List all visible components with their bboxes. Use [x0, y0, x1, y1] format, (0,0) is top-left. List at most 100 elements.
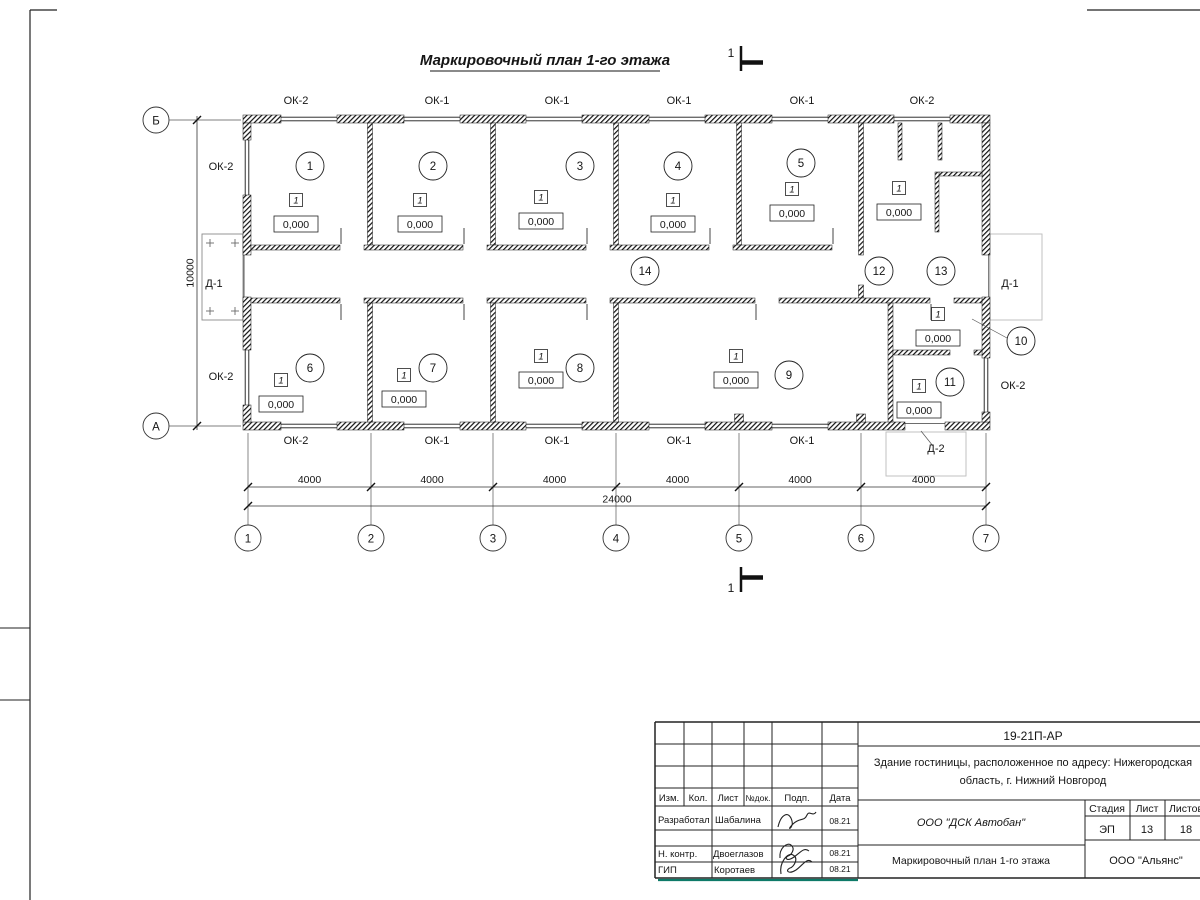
wall-segment [242, 122, 252, 141]
name-developer: Шабалина [715, 815, 762, 826]
role-ncontrol: Н. контр. [658, 849, 697, 860]
room-number: 10 [1015, 336, 1028, 348]
elevation-marks: 1 0,000 1 0,000 1 0,000 1 0,000 1 0,000 … [258, 181, 961, 419]
corridor-wall [363, 297, 464, 304]
dimension-ticks [192, 115, 991, 511]
window-label: ОК-1 [545, 435, 570, 447]
wall-segment [336, 421, 405, 431]
sheet-label: Лист [1136, 803, 1159, 815]
porch-cross-marks [206, 239, 239, 315]
room-number: 14 [639, 266, 652, 278]
partition [490, 302, 496, 423]
window-glyphs [243, 116, 990, 429]
axis-bubble [725, 524, 753, 552]
date-developer: 08.21 [829, 816, 851, 826]
room-bubble [786, 148, 816, 178]
elevation-mark: 1 0,000 [258, 373, 304, 413]
level-value: 0,000 [886, 207, 912, 219]
axis-bubble [972, 524, 1000, 552]
wall-segment [981, 411, 991, 423]
room-bubble [926, 256, 956, 286]
axis-bubbles: 1 2 3 4 5 6 7 Б А [142, 106, 1000, 552]
signature-developer [777, 811, 817, 829]
partition [736, 122, 742, 246]
room-number: 8 [577, 363, 583, 375]
window-label: ОК-2 [284, 95, 309, 107]
corridor-wall [953, 297, 983, 304]
wall-segment [981, 296, 991, 359]
room-bubble [418, 151, 448, 181]
customer-name: ООО "Альянс" [1109, 855, 1183, 867]
type-mark: 1 [401, 371, 406, 382]
level-value: 0,000 [723, 375, 749, 387]
dim-depth: 10000 [185, 258, 197, 287]
elevation-mark: 1 0,000 [896, 379, 942, 419]
axis-bubble [847, 524, 875, 552]
wall-segment [704, 114, 773, 124]
corridor-wall [609, 244, 710, 251]
room-bubble [864, 256, 894, 286]
role-developer: Разработал [658, 815, 710, 826]
level-value: 0,000 [925, 333, 951, 345]
page-title: Маркировочный план 1-го этажа [420, 52, 670, 69]
object-name-line2: область, г. Нижний Новгород [960, 775, 1107, 787]
corridor-wall [250, 297, 341, 304]
axis-bubble [234, 524, 262, 552]
date-ncontrol: 08.21 [829, 848, 851, 858]
col-header-sign: Подп. [784, 793, 809, 804]
room-number: 5 [798, 158, 804, 170]
axis-label: 1 [245, 534, 251, 546]
axis-label: Б [152, 116, 160, 128]
type-mark: 1 [789, 185, 794, 196]
column-stub [734, 413, 744, 423]
level-value: 0,000 [906, 405, 932, 417]
axis-label: 3 [490, 534, 496, 546]
document-code: 19-21П-АР [1003, 729, 1062, 743]
window-label: ОК-1 [425, 95, 450, 107]
wall-segment [944, 421, 991, 431]
porch-left [201, 233, 244, 321]
porches [201, 233, 1043, 477]
steps-bottom-right [885, 431, 967, 477]
room-bubble [295, 151, 325, 181]
door-label: Д-1 [1001, 278, 1018, 290]
section-marks [739, 46, 763, 592]
col-header-date: Дата [829, 793, 851, 804]
wall-segment [949, 114, 991, 124]
room-number: 3 [577, 161, 583, 173]
partition [367, 122, 373, 246]
corridor-wall [250, 244, 341, 251]
corridor-wall [486, 244, 587, 251]
level-value: 0,000 [268, 399, 294, 411]
axis-label: 6 [858, 534, 864, 546]
elevation-mark: 1 0,000 [713, 349, 759, 389]
axis-bubble [357, 524, 385, 552]
signature-ncontrol [779, 843, 810, 860]
sheets-label: Листов [1169, 803, 1200, 815]
door-label: Д-2 [927, 443, 944, 455]
dim-bay: 4000 [298, 474, 322, 486]
corridor-wall [609, 297, 756, 304]
wall-segment [242, 296, 252, 351]
type-mark: 1 [733, 352, 738, 363]
axis-lines [169, 119, 1008, 525]
axis-label: 4 [613, 534, 620, 546]
room-bubble [418, 353, 448, 383]
dim-bay: 4000 [912, 474, 936, 486]
room-number: 2 [430, 161, 436, 173]
room-number: 13 [935, 266, 948, 278]
leader-door-d2 [920, 430, 934, 447]
stage-value: ЭП [1099, 824, 1115, 836]
dim-bay: 4000 [788, 474, 812, 486]
type-mark: 1 [293, 196, 298, 207]
level-value: 0,000 [528, 216, 554, 228]
dim-total: 24000 [602, 494, 631, 506]
type-mark: 1 [538, 352, 543, 363]
partition [490, 122, 496, 246]
type-mark: 1 [417, 196, 422, 207]
window-label: ОК-2 [1001, 380, 1026, 392]
corridor-wall [732, 244, 833, 251]
dim-bay: 4000 [666, 474, 690, 486]
elevation-mark: 1 0,000 [769, 182, 815, 222]
